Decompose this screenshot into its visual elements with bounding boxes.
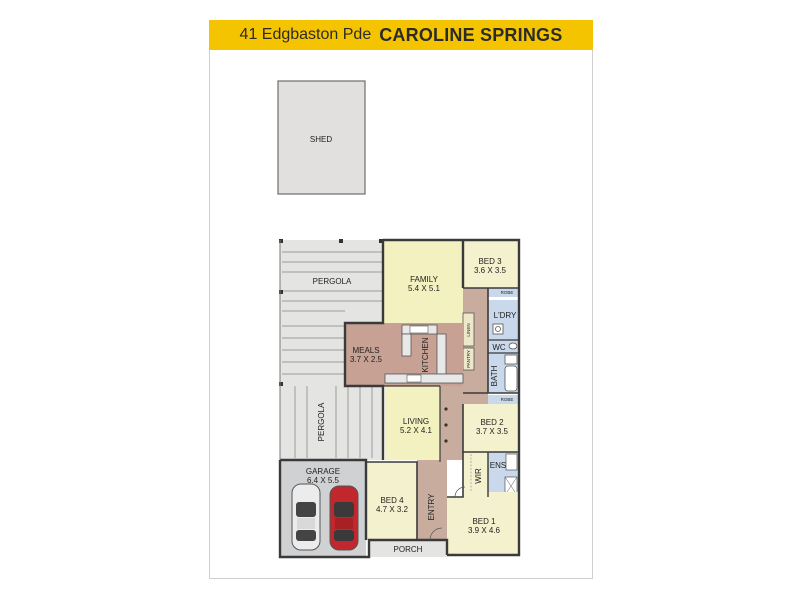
- robe-mid-label: ROBE: [501, 397, 514, 402]
- wir: [463, 452, 488, 497]
- porch: [369, 540, 447, 557]
- title-banner: 41 Edgbaston Pde CAROLINE SPRINGS: [209, 20, 593, 50]
- bed3-room: [463, 240, 519, 288]
- kitchen-sink: [409, 325, 429, 334]
- shed-label: SHED: [310, 135, 332, 144]
- living-room: [385, 386, 440, 460]
- pergola-side-label: PERGOLA: [317, 402, 326, 441]
- kitchen-bench-bottom: [384, 373, 464, 384]
- bed1-label: BED 1: [472, 517, 496, 526]
- family-room: [384, 240, 463, 326]
- pergola-top-slats: [282, 251, 383, 375]
- bed4-label: BED 4: [380, 496, 404, 505]
- pantry-label: PANTRY: [466, 350, 471, 368]
- bed3-label: BED 3: [478, 257, 502, 266]
- shed: [277, 80, 366, 195]
- wir-label: WIR: [474, 468, 483, 484]
- robe-top: [488, 288, 519, 297]
- red-car: [329, 485, 359, 551]
- ens-vanity: [505, 453, 518, 471]
- family-label: FAMILY: [410, 275, 439, 284]
- garage-size: 6.4 X 5.5: [307, 476, 340, 485]
- wc-label: WC: [492, 343, 506, 352]
- bed1-door-swing: [454, 486, 466, 498]
- laundry-label: L'DRY: [494, 311, 517, 320]
- bed3-size: 3.6 X 3.5: [474, 266, 507, 275]
- ens-label: ENS: [490, 461, 506, 470]
- kitchen-bench-left: [401, 333, 412, 357]
- walls: [278, 238, 521, 559]
- entry-label: ENTRY: [427, 493, 436, 521]
- pergola-top-label: PERGOLA: [313, 277, 352, 286]
- pergola-posts: [279, 239, 383, 386]
- street-address: 41 Edgbaston Pde: [239, 26, 372, 43]
- bath-label: BATH: [490, 365, 499, 386]
- bed4-room: [366, 462, 417, 540]
- bed2-room: [463, 404, 519, 452]
- bed4-size: 4.7 X 3.2: [376, 505, 409, 514]
- meals-size: 3.7 X 2.5: [350, 355, 383, 364]
- linen-label: LINEN: [466, 323, 471, 336]
- bed2-label: BED 2: [480, 418, 504, 427]
- pergola-side-slats: [294, 386, 373, 458]
- bed2-size: 3.7 X 3.5: [476, 427, 509, 436]
- laundry-trough-drain: [495, 326, 501, 332]
- bed1-size: 3.9 X 4.6: [468, 526, 501, 535]
- meals-label: MEALS: [352, 346, 379, 355]
- robe-top-label: ROBE: [501, 290, 514, 295]
- living-size: 5.2 X 4.1: [400, 426, 433, 435]
- cooktop: [406, 374, 422, 383]
- bed1-room: [447, 492, 519, 555]
- meals-room: [345, 323, 385, 386]
- living-label: LIVING: [403, 417, 429, 426]
- porch-label: PORCH: [394, 545, 423, 554]
- suburb-name: CAROLINE SPRINGS: [379, 24, 563, 45]
- kitchen-label: KITCHEN: [421, 337, 430, 372]
- hall-link: [440, 380, 463, 460]
- entry-door-swing: [429, 527, 443, 541]
- entry-hall: [417, 460, 447, 540]
- kitchen-bench-right: [436, 333, 447, 375]
- living-columns: [444, 407, 448, 443]
- robe-mid: [488, 395, 519, 404]
- bathtub: [504, 365, 518, 392]
- toilet: [508, 342, 518, 350]
- bath-vanity: [504, 354, 518, 365]
- pergola-top-label-box: [300, 274, 364, 288]
- white-car: [291, 483, 321, 551]
- family-size: 5.4 X 5.1: [408, 284, 441, 293]
- laundry-trough: [492, 323, 504, 335]
- garage-label: GARAGE: [306, 467, 340, 476]
